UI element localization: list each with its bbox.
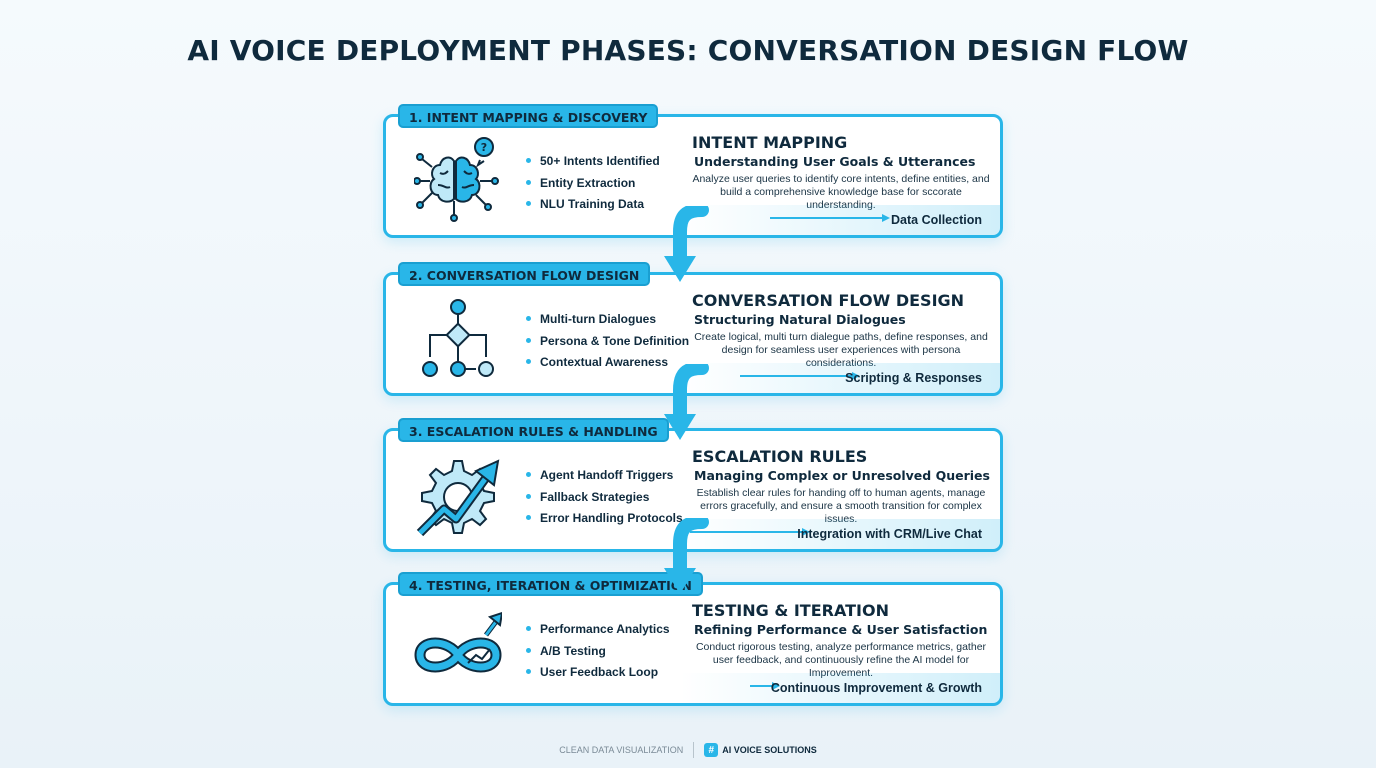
phase-subheading: Understanding User Goals & Utterances: [694, 154, 976, 169]
infinity-loop-icon: [414, 611, 502, 673]
bullet-list: Multi-turn Dialogues Persona & Tone Defi…: [526, 311, 689, 376]
phase-description: Analyze user queries to identify core in…: [692, 173, 990, 211]
list-item: Persona & Tone Definition: [526, 333, 689, 355]
flowchart-icon: [422, 299, 494, 377]
bullet-list: Agent Handoff Triggers Fallback Strategi…: [526, 467, 683, 532]
arrow-right-icon: [770, 214, 890, 222]
output-band: [680, 363, 1000, 393]
phase-description: Create logical, multi turn dialegue path…: [694, 331, 988, 369]
list-item: Entity Extraction: [526, 175, 660, 197]
list-item: A/B Testing: [526, 643, 670, 665]
phase-description: Conduct rigorous testing, analyze perfor…: [695, 641, 987, 679]
phase-heading: ESCALATION RULES: [692, 447, 868, 466]
bullet-list: Performance Analytics A/B Testing User F…: [526, 621, 670, 686]
svg-text:?: ?: [481, 141, 487, 154]
phase-tag: 2. CONVERSATION FLOW DESIGN: [398, 262, 651, 286]
phase-heading: TESTING & ITERATION: [692, 601, 889, 620]
gear-arrow-icon: [416, 459, 500, 537]
list-item: Contextual Awareness: [526, 354, 689, 376]
hash-icon: #: [704, 743, 719, 757]
phase-card-3: 3. ESCALATION RULES & HANDLING Agent Han…: [383, 418, 1003, 552]
phase-card-4: 4. TESTING, ITERATION & OPTIMIZATION Per…: [383, 572, 1003, 706]
phase-description: Establish clear rules for handing off to…: [696, 487, 986, 525]
list-item: Multi-turn Dialogues: [526, 311, 689, 333]
phase-subheading: Managing Complex or Unresolved Queries: [694, 468, 990, 483]
phase-card-1: 1. INTENT MAPPING & DISCOVERY ? 50+ Inte…: [383, 104, 1003, 238]
phase-output: Integration with CRM/Live Chat: [797, 527, 982, 541]
phase-tag: 3. ESCALATION RULES & HANDLING: [398, 418, 669, 442]
footer-caption: CLEAN DATA VISUALIZATION: [559, 745, 684, 755]
list-item: Fallback Strategies: [526, 489, 683, 511]
footer-brand: # AI VOICE SOLUTIONS: [704, 743, 817, 757]
arrow-right-icon: [690, 528, 810, 536]
arrow-right-icon: [740, 372, 860, 380]
phase-heading: INTENT MAPPING: [692, 133, 848, 152]
phase-heading: CONVERSATION FLOW DESIGN: [692, 291, 965, 310]
bullet-list: 50+ Intents Identified Entity Extraction…: [526, 153, 660, 218]
phase-output: Data Collection: [891, 213, 982, 227]
phase-tag: 4. TESTING, ITERATION & OPTIMIZATION: [398, 572, 703, 596]
list-item: Performance Analytics: [526, 621, 670, 643]
list-item: NLU Training Data: [526, 196, 660, 218]
brain-network-icon: ?: [414, 137, 499, 222]
phase-subheading: Structuring Natural Dialogues: [694, 312, 906, 327]
list-item: 50+ Intents Identified: [526, 153, 660, 175]
phase-output: Scripting & Responses: [845, 371, 982, 385]
page-title: AI VOICE DEPLOYMENT PHASES: CONVERSATION…: [187, 34, 1189, 67]
output-band: [680, 673, 1000, 703]
phase-card-2: 2. CONVERSATION FLOW DESIGN Multi-turn D…: [383, 262, 1003, 396]
footer-brand-name: AI VOICE SOLUTIONS: [722, 745, 817, 755]
list-item: Error Handling Protocols: [526, 510, 683, 532]
phase-output: Continuous Improvement & Growth: [770, 681, 982, 695]
phase-tag: 1. INTENT MAPPING & DISCOVERY: [398, 104, 659, 128]
arrow-right-icon: [750, 682, 780, 690]
output-band: [680, 205, 1000, 235]
list-item: Agent Handoff Triggers: [526, 467, 683, 489]
footer: CLEAN DATA VISUALIZATION # AI VOICE SOLU…: [0, 742, 1376, 758]
output-band: [680, 519, 1000, 549]
phase-subheading: Refining Performance & User Satisfaction: [694, 622, 988, 637]
list-item: User Feedback Loop: [526, 664, 670, 686]
footer-divider: [693, 742, 695, 758]
